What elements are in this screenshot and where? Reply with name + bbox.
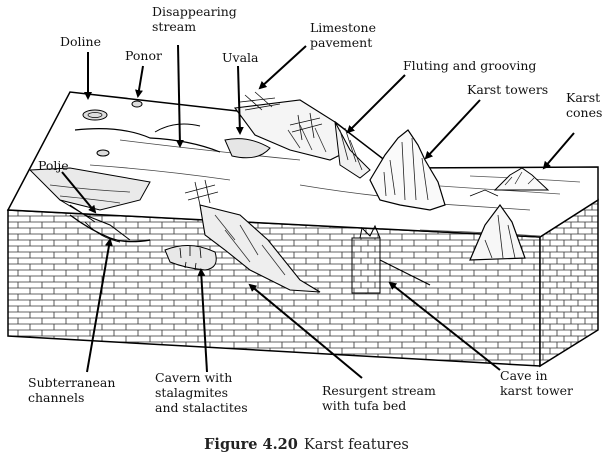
- label-disappearing-stream: Disappearing stream: [152, 4, 237, 34]
- figure-caption: Figure 4.20 Karst features: [0, 436, 613, 453]
- resurgence-structure: [351, 224, 431, 294]
- label-cave-tower: Cave in karst tower: [500, 368, 574, 398]
- label-resurgent: Resurgent stream with tufa bed: [322, 383, 436, 413]
- label-fluting: Fluting and grooving: [403, 58, 537, 73]
- arrow-fluting: [346, 74, 406, 134]
- label-limestone-pavement: Limestone pavement: [310, 20, 376, 50]
- label-subterranean: Subterranean channels: [28, 375, 116, 405]
- arrow-subterranean: [86, 238, 113, 373]
- arrow-uvala: [235, 65, 244, 135]
- arrow-polje: [61, 171, 97, 214]
- label-cavern: Cavern with stalagmites and stalactites: [155, 370, 248, 415]
- label-karst-cones: Karst cones: [566, 90, 603, 120]
- uvala-shape: [224, 138, 271, 159]
- label-polje: Polje: [38, 158, 69, 173]
- cave-tower-shape: [469, 203, 526, 261]
- arrow-limestone-pavement: [258, 45, 307, 90]
- arrow-cave-tower: [388, 281, 501, 371]
- figure-title: Karst features: [303, 437, 409, 453]
- label-karst-towers: Karst towers: [467, 82, 549, 97]
- label-uvala: Uvala: [222, 50, 259, 65]
- cavern-shape: [164, 245, 217, 271]
- arrow-disappearing-stream: [175, 44, 184, 148]
- polje-shape: [28, 167, 151, 241]
- surface-depressions: [74, 100, 271, 159]
- karst-cones: [469, 167, 550, 197]
- doline-shape: [82, 109, 108, 121]
- karst-towers: [369, 129, 446, 211]
- ponor-shape: [131, 100, 143, 108]
- grike-grid: [184, 112, 323, 206]
- label-doline: Doline: [60, 34, 101, 49]
- figure-number: Figure 4.20: [204, 436, 298, 453]
- arrow-karst-towers: [424, 99, 481, 160]
- subterranean-channels: [69, 214, 151, 243]
- disappearing-stream-shape: [74, 128, 221, 153]
- fluted-cliff: [334, 121, 371, 179]
- arrow-cavern: [197, 268, 208, 373]
- arrow-karst-cones: [542, 132, 575, 170]
- limestone-block-front: [7, 198, 599, 368]
- canyon: [199, 204, 321, 293]
- label-ponor: Ponor: [125, 48, 162, 63]
- arrow-ponor: [135, 65, 144, 98]
- arrow-resurgent: [248, 283, 363, 379]
- block-top-surface: [6, 91, 599, 238]
